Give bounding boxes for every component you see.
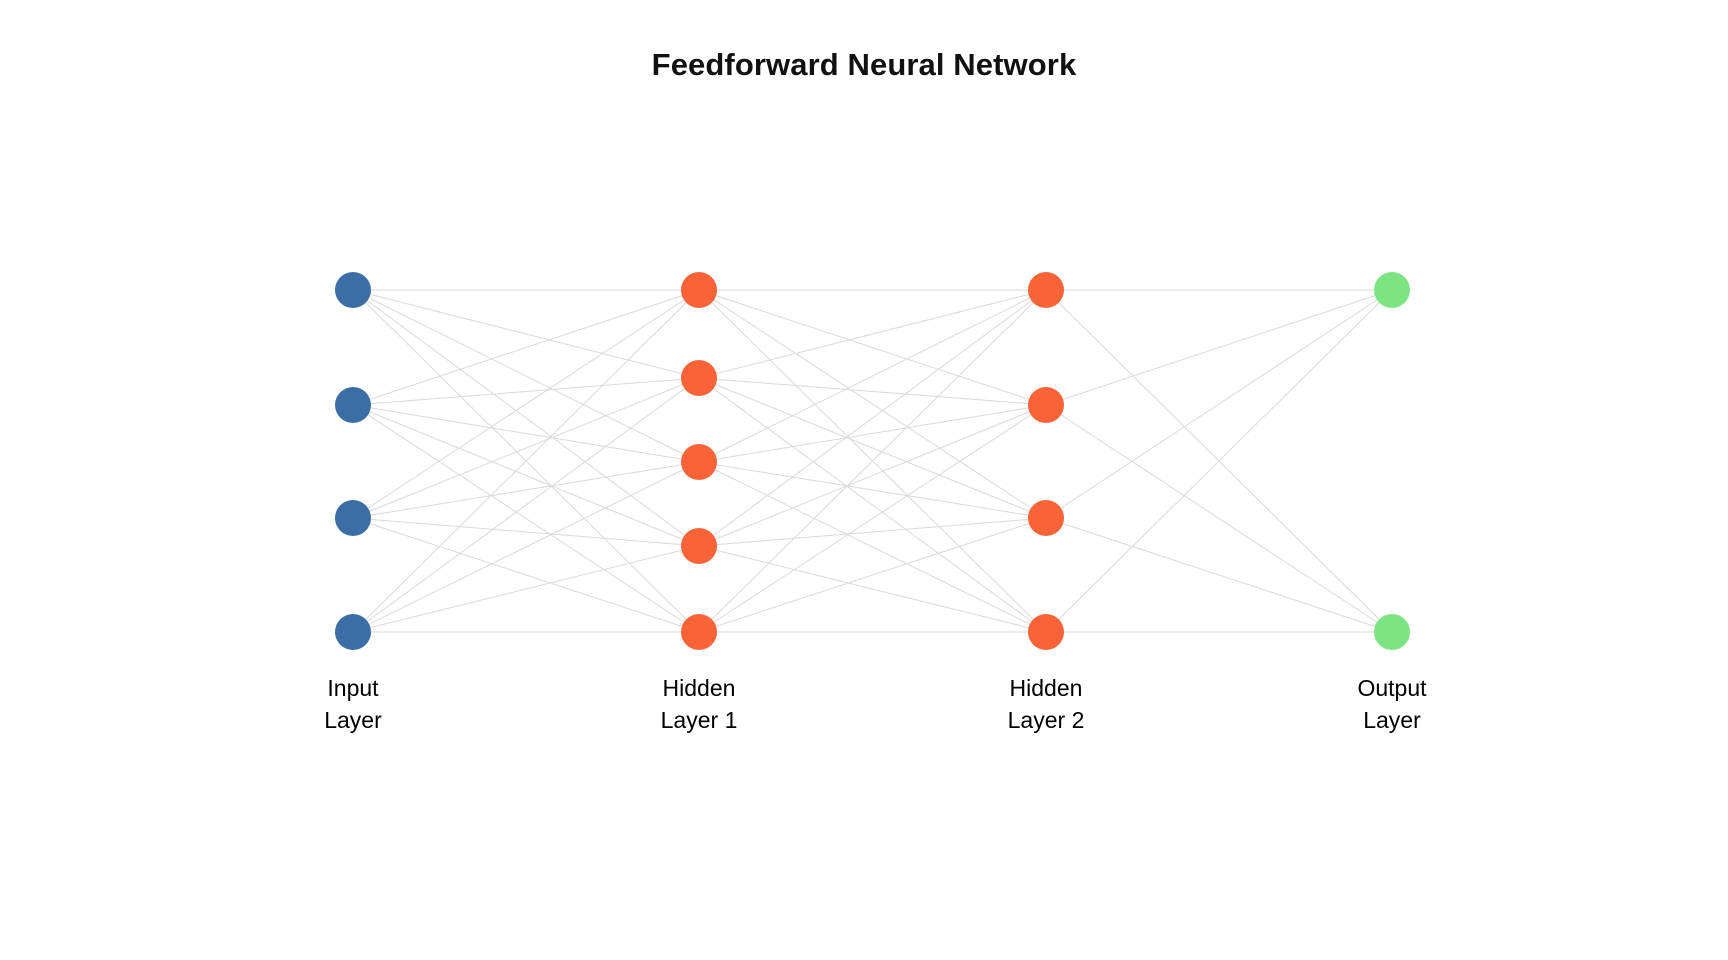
edge-hidden-layer-1-0-to-hidden-layer-2-2 <box>698 289 1047 519</box>
layer-label-line2: Layer <box>1363 707 1421 733</box>
node-hidden-layer-1-0 <box>681 272 717 308</box>
edge-input-layer-2-to-hidden-layer-1-3 <box>352 517 700 547</box>
node-input-layer-3 <box>335 614 371 650</box>
layer-label-line1: Hidden <box>1009 675 1083 701</box>
node-output-layer-0 <box>1374 272 1410 308</box>
edge-input-layer-3-to-hidden-layer-1-0 <box>352 289 700 633</box>
edge-input-layer-1-to-hidden-layer-1-4 <box>352 404 700 633</box>
node-hidden-layer-2-0 <box>1028 272 1064 308</box>
node-hidden-layer-1-4 <box>681 614 717 650</box>
edge-hidden-layer-1-4-to-hidden-layer-2-0 <box>698 289 1047 633</box>
edge-input-layer-2-to-hidden-layer-1-2 <box>352 461 700 519</box>
layer-label-line1: Input <box>327 675 379 701</box>
edges-group <box>352 289 1393 633</box>
edge-hidden-layer-1-2-to-hidden-layer-2-1 <box>698 404 1047 463</box>
edge-input-layer-1-to-hidden-layer-1-1 <box>352 377 700 406</box>
layer-label-line1: Hidden <box>662 675 736 701</box>
edge-hidden-layer-2-1-to-output-layer-1 <box>1045 404 1393 633</box>
edge-input-layer-2-to-hidden-layer-1-4 <box>352 517 700 633</box>
edge-hidden-layer-1-3-to-hidden-layer-2-2 <box>698 517 1047 547</box>
node-input-layer-1 <box>335 387 371 423</box>
node-output-layer-1 <box>1374 614 1410 650</box>
edge-hidden-layer-2-2-to-output-layer-0 <box>1045 289 1393 519</box>
page-title: Feedforward Neural Network <box>651 47 1077 82</box>
edge-hidden-layer-2-3-to-output-layer-0 <box>1045 289 1393 633</box>
edge-hidden-layer-1-4-to-hidden-layer-2-1 <box>698 404 1047 633</box>
node-input-layer-0 <box>335 272 371 308</box>
node-hidden-layer-2-1 <box>1028 387 1064 423</box>
edge-hidden-layer-1-0-to-hidden-layer-2-1 <box>698 289 1047 406</box>
edge-input-layer-1-to-hidden-layer-1-3 <box>352 404 700 547</box>
edge-hidden-layer-1-1-to-hidden-layer-2-1 <box>698 377 1047 406</box>
node-hidden-layer-2-2 <box>1028 500 1064 536</box>
edge-hidden-layer-1-3-to-hidden-layer-2-3 <box>698 545 1047 633</box>
edge-hidden-layer-1-3-to-hidden-layer-2-0 <box>698 289 1047 547</box>
edge-input-layer-0-to-hidden-layer-1-2 <box>352 289 700 463</box>
layer-label-line2: Layer <box>324 707 382 733</box>
edge-hidden-layer-1-3-to-hidden-layer-2-1 <box>698 404 1047 547</box>
edge-hidden-layer-1-1-to-hidden-layer-2-0 <box>698 289 1047 379</box>
edge-input-layer-1-to-hidden-layer-1-2 <box>352 404 700 463</box>
node-input-layer-2 <box>335 500 371 536</box>
edge-input-layer-0-to-hidden-layer-1-1 <box>352 289 700 379</box>
edge-input-layer-3-to-hidden-layer-1-1 <box>352 377 700 633</box>
node-hidden-layer-2-3 <box>1028 614 1064 650</box>
edge-input-layer-3-to-hidden-layer-1-2 <box>352 461 700 633</box>
edge-input-layer-2-to-hidden-layer-1-0 <box>352 289 700 519</box>
edge-hidden-layer-1-1-to-hidden-layer-2-3 <box>698 377 1047 633</box>
edge-input-layer-3-to-hidden-layer-1-3 <box>352 545 700 633</box>
edge-hidden-layer-2-1-to-output-layer-0 <box>1045 289 1393 406</box>
node-hidden-layer-1-1 <box>681 360 717 396</box>
edge-input-layer-2-to-hidden-layer-1-1 <box>352 377 700 519</box>
edge-input-layer-0-to-hidden-layer-1-3 <box>352 289 700 547</box>
edge-hidden-layer-1-1-to-hidden-layer-2-2 <box>698 377 1047 519</box>
node-hidden-layer-1-3 <box>681 528 717 564</box>
layer-label-line1: Output <box>1357 675 1427 701</box>
layer-label-line2: Layer 2 <box>1007 707 1085 733</box>
edge-hidden-layer-2-2-to-output-layer-1 <box>1045 517 1393 633</box>
nodes-group <box>335 272 1410 650</box>
layer-label-line2: Layer 1 <box>660 707 738 733</box>
edge-hidden-layer-1-2-to-hidden-layer-2-2 <box>698 461 1047 519</box>
edge-hidden-layer-1-2-to-hidden-layer-2-0 <box>698 289 1047 463</box>
node-hidden-layer-1-2 <box>681 444 717 480</box>
edge-hidden-layer-1-2-to-hidden-layer-2-3 <box>698 461 1047 633</box>
edge-input-layer-1-to-hidden-layer-1-0 <box>352 289 700 406</box>
edge-hidden-layer-1-4-to-hidden-layer-2-2 <box>698 517 1047 633</box>
